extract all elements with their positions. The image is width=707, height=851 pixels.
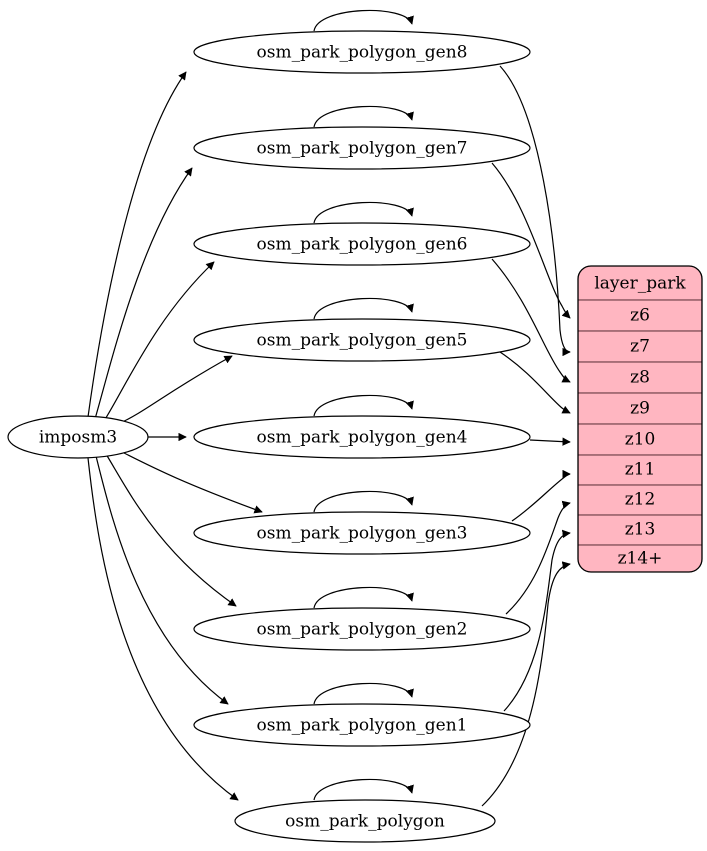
base-label: osm_park_polygon [285, 812, 445, 832]
gen3-ellipse[interactable] [193, 511, 531, 555]
gen8-label: osm_park_polygon_gen8 [257, 43, 468, 63]
edge-imposm3-to-gen7 [94, 167, 193, 420]
layer-park-label-z10: z10 [625, 430, 656, 450]
edge-gen8-to-z7 [499, 65, 571, 357]
edge-gen3-to-z11 [511, 469, 571, 522]
layer-park-label-z13: z13 [625, 520, 656, 540]
edge-gen4-to-z10 [529, 437, 571, 446]
edge-imposm3-to-gen1 [95, 455, 229, 705]
self-loop-gen2 [313, 586, 414, 609]
gen1-label: osm_park_polygon_gen1 [257, 716, 468, 736]
edge-imposm3-to-gen2 [105, 453, 237, 607]
layer-park-row-z13[interactable] [578, 514, 702, 546]
gen7-label: osm_park_polygon_gen7 [257, 139, 468, 159]
node-gen8[interactable]: osm_park_polygon_gen8 [193, 30, 531, 74]
self-loop-gen4 [313, 394, 414, 417]
self-loop-gen3 [313, 490, 414, 513]
edge-imposm3-to-base [87, 457, 239, 801]
edges-from-imposm3 [87, 71, 263, 801]
layer-park-label-z6: z6 [630, 306, 650, 326]
gen5-label: osm_park_polygon_gen5 [257, 331, 468, 351]
gen5-ellipse[interactable] [193, 318, 531, 362]
layer-park-label-z14: z14+ [618, 549, 663, 569]
gen2-ellipse[interactable] [193, 607, 531, 651]
gen2-label: osm_park_polygon_gen2 [257, 620, 468, 640]
self-loop-gen5 [313, 297, 414, 320]
self-loop-gen8 [313, 9, 414, 32]
layer-park-label-z9: z9 [630, 399, 650, 419]
layer-park-row-z11[interactable] [578, 454, 702, 486]
node-imposm3[interactable]: imposm3 [7, 415, 149, 459]
imposm3-ellipse[interactable] [7, 415, 149, 459]
edge-base-to-z14 [481, 561, 571, 807]
edge-gen6-to-z8 [491, 258, 571, 383]
node-gen2[interactable]: osm_park_polygon_gen2 [193, 607, 531, 651]
node-base[interactable]: osm_park_polygon [234, 799, 496, 843]
layer-park-row-z12[interactable] [578, 484, 702, 516]
edge-gen1-to-z13 [503, 529, 571, 712]
layer-park-row-z14[interactable] [578, 544, 702, 572]
self-loop-edges [313, 9, 414, 801]
edge-imposm3-to-gen6 [103, 261, 215, 422]
gen8-ellipse[interactable] [193, 30, 531, 74]
gen3-label: osm_park_polygon_gen3 [257, 524, 468, 544]
node-gen6[interactable]: osm_park_polygon_gen6 [193, 222, 531, 266]
layer-park-label-z11: z11 [625, 460, 656, 480]
edge-imposm3-to-gen5 [119, 355, 233, 424]
layer-park-label-z8: z8 [630, 368, 650, 388]
gen4-label: osm_park_polygon_gen4 [257, 428, 468, 448]
layer-park-row-z7[interactable] [578, 330, 702, 363]
gen6-label: osm_park_polygon_gen6 [257, 235, 468, 255]
node-gen7[interactable]: osm_park_polygon_gen7 [193, 126, 531, 170]
base-ellipse[interactable] [234, 799, 496, 843]
gen7-ellipse[interactable] [193, 126, 531, 170]
self-loop-gen7 [313, 105, 414, 128]
node-gen1[interactable]: osm_park_polygon_gen1 [193, 703, 531, 747]
edge-gen7-to-z6 [491, 162, 571, 319]
node-gen5[interactable]: osm_park_polygon_gen5 [193, 318, 531, 362]
edge-gen2-to-z12 [505, 500, 571, 615]
self-loop-gen6 [313, 201, 414, 224]
edges-to-layer-park [481, 65, 571, 807]
layer-park-outline [577, 265, 703, 573]
layer-park-label-z7: z7 [630, 337, 650, 357]
layer-park-table[interactable]: layer_park z6 z7 z8 z9 z10 z11 z12 z13 z… [577, 265, 703, 573]
layer-park-label-z12: z12 [625, 490, 656, 510]
imposm3-label: imposm3 [39, 428, 117, 448]
self-loop-gen1 [313, 682, 414, 705]
edge-imposm3-to-gen3 [121, 451, 263, 514]
edge-gen5-to-z9 [499, 351, 571, 414]
edge-imposm3-to-gen8 [87, 71, 187, 418]
layer-park-title: layer_park [594, 274, 686, 294]
layer-park-row-z10[interactable] [578, 423, 702, 456]
gen1-ellipse[interactable] [193, 703, 531, 747]
layer-park-row-z9[interactable] [578, 392, 702, 425]
self-loop-base [313, 778, 414, 801]
gen4-ellipse[interactable] [193, 415, 531, 459]
node-gen4[interactable]: osm_park_polygon_gen4 [193, 415, 531, 459]
node-gen3[interactable]: osm_park_polygon_gen3 [193, 511, 531, 555]
gen6-ellipse[interactable] [193, 222, 531, 266]
